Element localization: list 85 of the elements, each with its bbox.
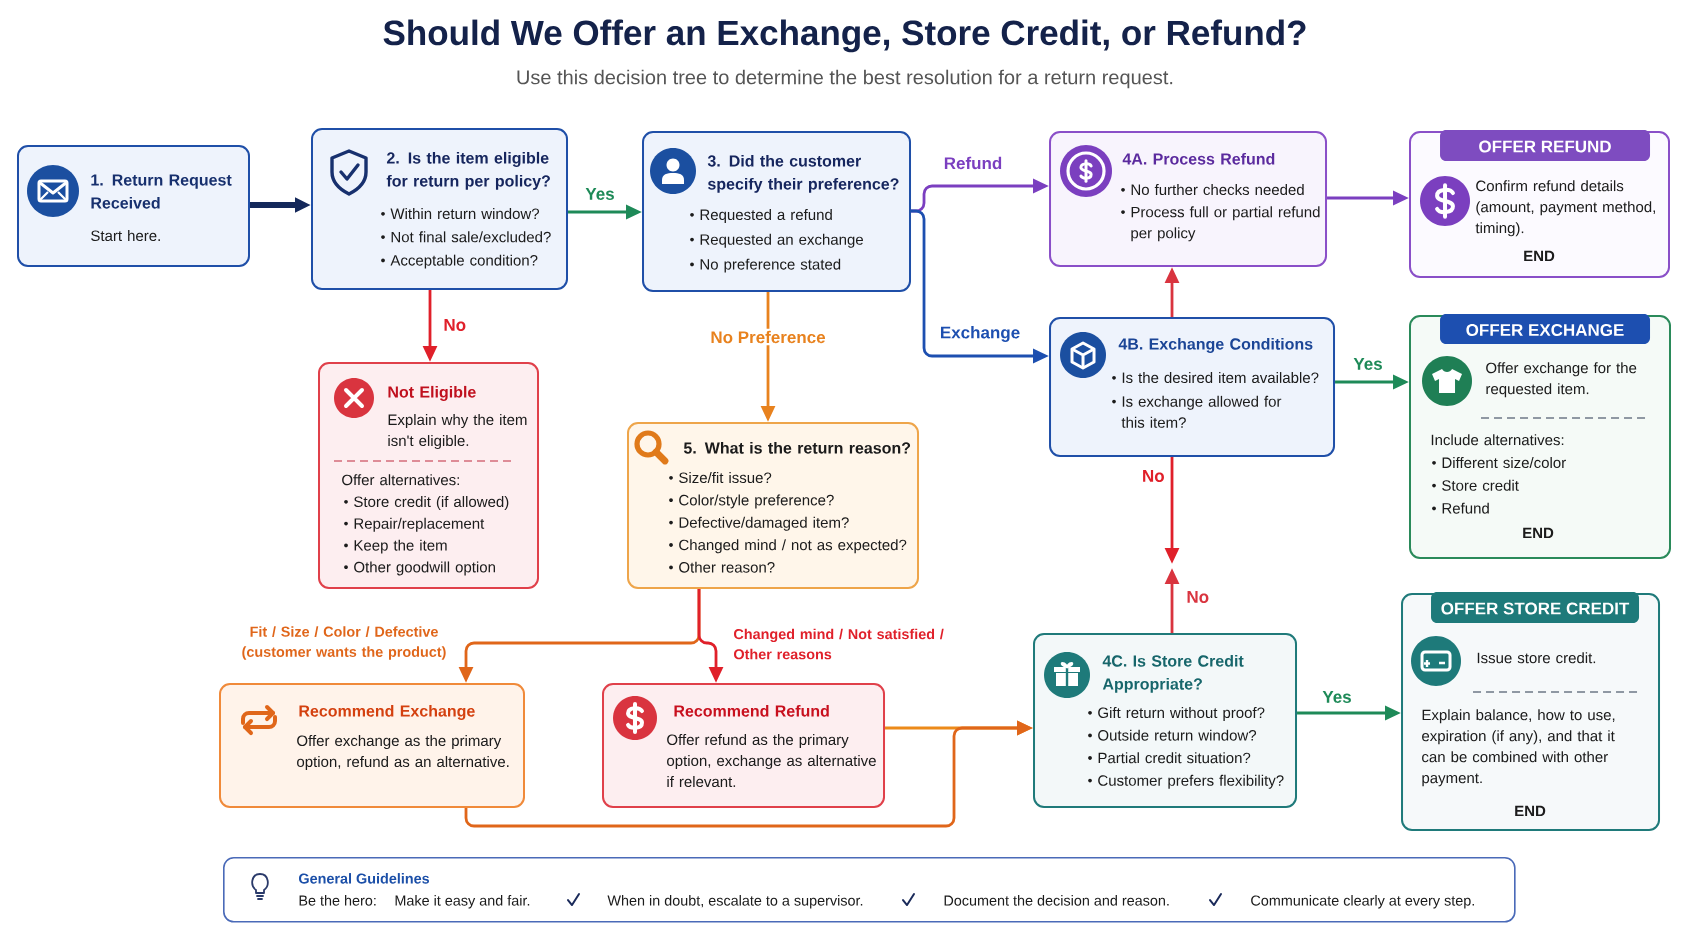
body-text: Start here. [91,230,160,242]
bullet-item: Process full or partial refund per policy [1131,206,1320,242]
bullet-item: No preference stated [700,258,841,273]
guideline-text: Be the hero: [299,895,376,906]
edge-label: Fit / Size / Color / Defective (customer wants the product) [242,626,446,660]
recommendation-box [602,683,885,808]
body-text: Issue store credit. [1477,652,1596,664]
header-band: OFFER REFUND [1440,130,1651,161]
bullet-item: Within return window? [390,208,540,220]
end-label: END [1524,250,1555,262]
title: Should We Offer an Exchange, Store Credit, or Refund? [383,19,1306,53]
body-text: Confirm refund details (amount, payment method, timing). [1475,180,1655,237]
box-heading: Not Eligible [388,385,476,401]
header-band: OFFER STORE CREDIT [1431,592,1640,623]
bullet-item: Other goodwill option [354,561,495,576]
box-heading: 2. Is the item eligible for return per policy? [386,151,550,190]
bullet-item: Partial credit situation? [1098,752,1251,764]
edge-label: Changed mind / Not satisfied / Other reasons [734,628,944,660]
edge-label: No [444,319,466,331]
subtitle: Use this decision tree to determine the best resolution for a return request. [517,69,1173,89]
guidelines-panel [223,857,1516,923]
bullet-item: Requested a refund [700,209,832,223]
edge-label: Refund [944,156,1002,170]
bullet-item: Other reason? [679,561,775,573]
guideline-text: When in doubt, escalate to a supervisor. [607,895,863,909]
bullet-item: Different size/color [1442,457,1566,469]
box-heading: 5. What is the return reason? [683,441,911,454]
bullet-item: Is the desired item available? [1122,372,1319,384]
guideline-text: Document the decision and reason. [944,895,1169,906]
outcome-card [1409,314,1672,559]
outcome-card [1409,130,1671,278]
start-box [17,145,250,267]
body-text: Offer exchange for the requested item. [1486,362,1637,398]
outcome-card [318,362,539,589]
bullet-item: Color/style preference? [679,494,834,509]
bullet-item: Keep the item [354,539,447,554]
body-text: Offer exchange as the primary option, refund as an alternative. [297,735,509,770]
recommendation-box [219,683,525,808]
bullet-item: No further checks needed [1131,184,1304,196]
bullet-item: Customer prefers flexibility? [1098,774,1284,789]
decision-box [1049,317,1335,457]
end-label: END [1515,805,1546,817]
edge-label: Yes [1353,358,1382,370]
edge-label: No [1187,591,1209,603]
body-text: Include alternatives: [1431,434,1564,446]
body-text: Explain balance, how to use, expiration (if any), and that it can be combined with other payment. [1422,709,1615,787]
decision-box [1033,633,1297,808]
bullet-item: Not final sale/excluded? [391,231,551,243]
edge-label: Yes [1322,691,1351,703]
bullet-item: Refund [1442,502,1489,514]
box-heading: 4A. Process Refund [1122,152,1275,165]
body-text: Explain why the item isn't eligible. [388,414,527,449]
box-heading: 3. Did the customer specify their preference? [707,154,899,193]
guideline-text: Make it easy and fair. [395,895,530,909]
decision-box [311,128,568,290]
header-band: OFFER EXCHANGE [1440,314,1651,344]
box-heading: Recommend Refund [674,704,829,717]
body-text: Offer refund as the primary option, exchange as alternative if relevant. [667,734,876,788]
panel-heading: General Guidelines [299,873,430,884]
box-heading: 4B. Exchange Conditions [1118,337,1313,353]
bullet-item: Acceptable condition? [390,254,538,269]
bullet-item: Gift return without proof? [1098,707,1265,721]
body-text: Offer alternatives: [342,474,459,486]
edge-label: No [1143,470,1164,482]
bullet-item: Is exchange allowed for this item? [1121,395,1282,428]
decision-box [627,422,919,589]
outcome-card [1401,592,1660,831]
bullet-item: Outside return window? [1098,729,1257,741]
bullet-item: Defective/damaged item? [679,516,849,531]
bullet-item: Repair/replacement [354,517,485,532]
decision-box [642,131,911,292]
edge-label: Exchange [941,326,1020,342]
bullet-item: Store credit (if allowed) [354,496,509,510]
bullet-item: Changed mind / not as expected? [679,539,907,554]
box-heading: 4C. Is Store Credit Appropriate? [1102,654,1244,693]
edge-label: No Preference [708,328,828,346]
process-box [1049,131,1327,267]
bullet-item: Store credit [1442,479,1519,491]
guideline-text: Communicate clearly at every step. [1251,895,1474,909]
bullet-item: Size/fit issue? [679,472,772,484]
end-label: END [1523,527,1554,539]
box-heading: Recommend Exchange [299,704,475,720]
edge-label: Yes [585,188,614,200]
bullet-item: Requested an exchange [700,233,863,248]
box-heading: 1. Return Request Received [91,174,232,209]
